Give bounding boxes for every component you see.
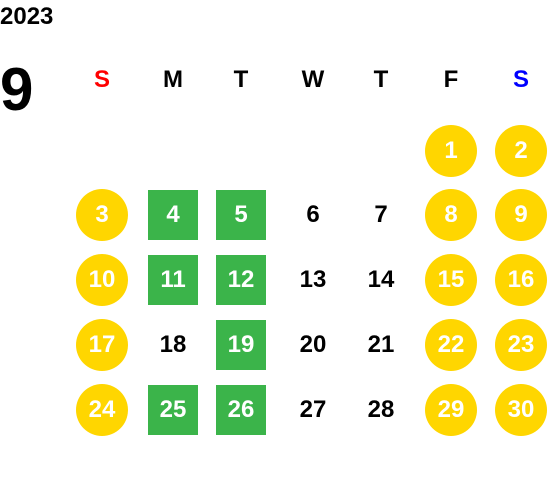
calendar-day-weekend: 2 xyxy=(495,125,547,177)
calendar-day-weekend: 1 xyxy=(425,125,477,177)
weekday-header: W xyxy=(301,66,325,93)
calendar-year: 2023 xyxy=(0,3,54,30)
calendar-day-weekend: 24 xyxy=(76,384,128,436)
calendar-day: 18 xyxy=(159,331,187,358)
calendar-day-highlighted: 4 xyxy=(148,190,198,240)
calendar-month: 9 xyxy=(0,56,34,123)
calendar-day-weekend: 8 xyxy=(425,189,477,241)
weekday-header: S xyxy=(512,66,529,93)
calendar-day: 14 xyxy=(367,266,395,293)
calendar-day-highlighted: 12 xyxy=(216,255,266,305)
calendar-day: 6 xyxy=(306,201,320,228)
calendar-day: 13 xyxy=(299,266,327,293)
calendar-day-weekend: 3 xyxy=(76,189,128,241)
calendar-day-weekend: 22 xyxy=(425,319,477,371)
weekday-header: S xyxy=(93,66,110,93)
calendar-day-weekend: 23 xyxy=(495,319,547,371)
calendar-day: 28 xyxy=(367,396,395,423)
calendar-day: 27 xyxy=(299,396,327,423)
calendar-day-weekend: 10 xyxy=(76,254,128,306)
calendar-day: 21 xyxy=(367,331,395,358)
calendar-day-highlighted: 5 xyxy=(216,190,266,240)
calendar-day-highlighted: 11 xyxy=(148,255,198,305)
weekday-header: M xyxy=(163,66,183,93)
calendar-day: 20 xyxy=(299,331,327,358)
calendar-day-weekend: 9 xyxy=(495,189,547,241)
weekday-header: T xyxy=(233,66,249,93)
weekday-header: T xyxy=(373,66,389,93)
calendar-day: 7 xyxy=(374,201,388,228)
calendar-day-weekend: 15 xyxy=(425,254,477,306)
calendar-day-weekend: 29 xyxy=(425,384,477,436)
calendar-day-highlighted: 26 xyxy=(216,385,266,435)
calendar-day-highlighted: 19 xyxy=(216,320,266,370)
calendar-day-weekend: 17 xyxy=(76,319,128,371)
calendar-day-weekend: 30 xyxy=(495,384,547,436)
calendar-day-weekend: 16 xyxy=(495,254,547,306)
weekday-header: F xyxy=(443,66,459,93)
calendar-day-highlighted: 25 xyxy=(148,385,198,435)
